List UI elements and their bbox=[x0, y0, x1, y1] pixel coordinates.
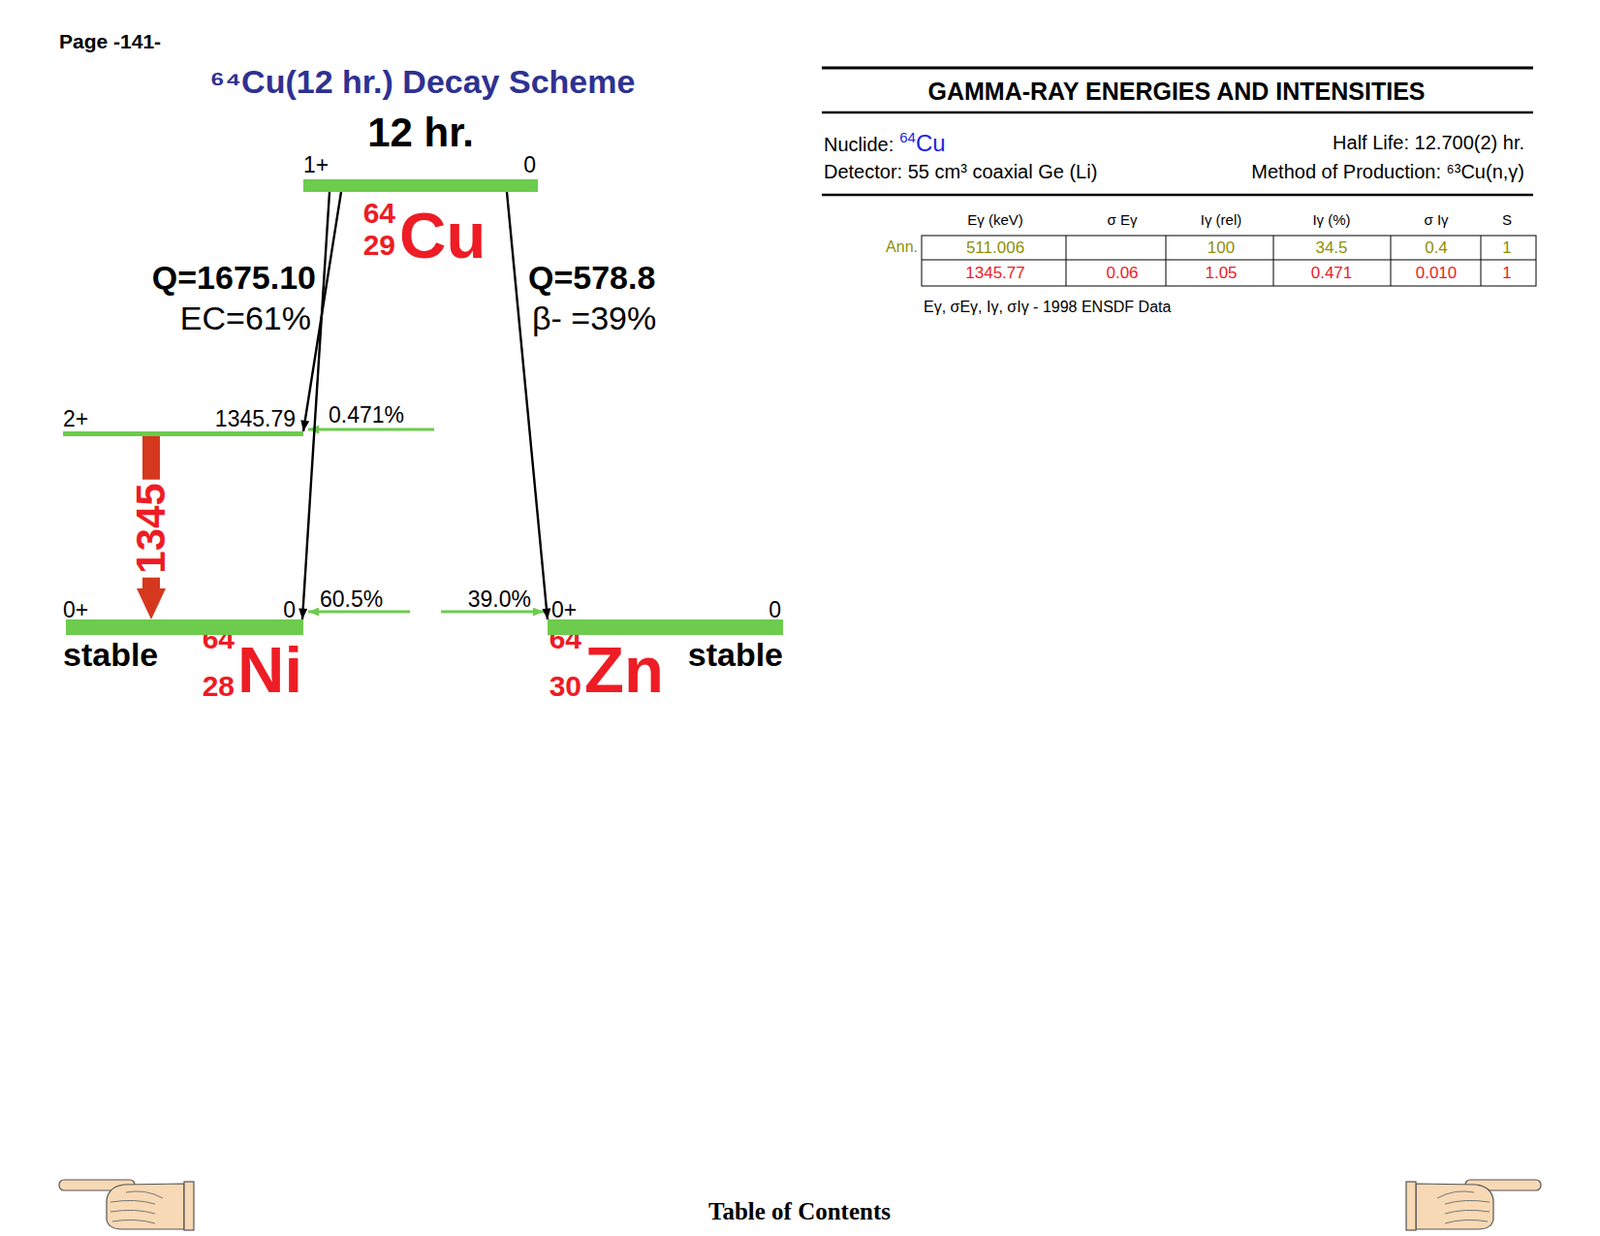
hand-detail bbox=[110, 1191, 163, 1224]
column-header: Eγ (keV) bbox=[967, 212, 1024, 227]
table-grid bbox=[921, 235, 1537, 286]
table-note: Eγ, σEγ, Iγ, σIγ - 1998 ENSDF Data bbox=[923, 299, 1171, 315]
table-cell: 1345.77 bbox=[965, 264, 1025, 282]
table-cell: 0.06 bbox=[1105, 264, 1138, 282]
element-symbol: Ni bbox=[237, 636, 303, 702]
feeding-percent: 39.0% bbox=[468, 588, 532, 611]
table-cell: 0.4 bbox=[1424, 239, 1448, 256]
decay-arrow bbox=[506, 191, 548, 620]
table-cell: 0.471 bbox=[1311, 264, 1353, 282]
decay-branch bbox=[506, 191, 548, 620]
table-grid bbox=[1480, 235, 1482, 286]
pointing-hand bbox=[1406, 1179, 1541, 1230]
atomic-number: 28 bbox=[202, 671, 235, 701]
ground-level: 0+0stable bbox=[65, 619, 304, 635]
column-header: σ Iγ bbox=[1423, 212, 1448, 227]
hand-palm bbox=[1415, 1183, 1494, 1229]
table-grid bbox=[1066, 235, 1067, 286]
spin-parity: 0+ bbox=[551, 598, 577, 622]
gamma-energy: 1345 bbox=[128, 478, 174, 577]
branch-ratio: EC=61% bbox=[180, 301, 312, 335]
spin-parity: 2+ bbox=[62, 407, 89, 431]
q-value: Q=578.8 bbox=[528, 260, 656, 294]
element-symbol: Zn bbox=[584, 636, 664, 702]
half-life: Half Life: 12.700(2) hr. bbox=[1332, 132, 1525, 153]
table-grid bbox=[1390, 235, 1392, 286]
production-method: Method of Production: ⁶³Cu(n,γ) bbox=[1251, 161, 1525, 182]
hand-palm bbox=[106, 1183, 185, 1229]
table-cell: 0.010 bbox=[1415, 264, 1458, 282]
stability-note: stable bbox=[62, 637, 158, 671]
level-energy: 0 bbox=[282, 598, 296, 622]
field-name: Nuclide: bbox=[823, 133, 894, 156]
table-title: GAMMA-RAY ENERGIES AND INTENSITIES bbox=[927, 79, 1425, 104]
table-cell: 1 bbox=[1502, 239, 1511, 256]
page-title: ⁶⁴Cu(12 hr.) Decay Scheme bbox=[210, 64, 636, 98]
spin-parity: 1+ bbox=[303, 154, 329, 177]
feeding-percent: 60.5% bbox=[319, 588, 383, 611]
hand-cuff bbox=[184, 1181, 194, 1230]
hand-cuff bbox=[1406, 1181, 1416, 1230]
branch-ratio: β- =39% bbox=[532, 301, 657, 335]
decay-arrow bbox=[302, 191, 330, 620]
mass-number: 64 bbox=[899, 128, 916, 146]
mass-number: 64 bbox=[363, 198, 396, 228]
table-cell: 511.006 bbox=[966, 239, 1025, 256]
column-header: Iγ (rel) bbox=[1200, 212, 1243, 227]
excited-level: 2+1345.79 bbox=[62, 431, 304, 437]
half-life: 12 hr. bbox=[367, 112, 474, 154]
level-energy: 1345.79 bbox=[215, 407, 296, 431]
level-energy: 0 bbox=[768, 598, 782, 622]
parent-level: 12 hr.1+0 bbox=[303, 179, 538, 192]
nuclide-field: Nuclide: 64Cu bbox=[823, 129, 946, 156]
table-grid bbox=[1165, 235, 1167, 286]
table-cell: 100 bbox=[1207, 239, 1235, 256]
feeding-percent: 0.471% bbox=[328, 404, 405, 427]
pointing-hand bbox=[59, 1179, 194, 1230]
column-header: Iγ (%) bbox=[1312, 212, 1350, 227]
rule-line bbox=[821, 111, 1534, 115]
branch-indicator bbox=[308, 428, 435, 432]
detector-info: Detector: 55 cm³ coaxial Ge (Li) bbox=[823, 161, 1098, 182]
atomic-number: 30 bbox=[549, 671, 582, 701]
decay-branch bbox=[302, 191, 330, 620]
spin-parity: 0+ bbox=[62, 598, 89, 622]
table-cell: 1.05 bbox=[1204, 264, 1237, 282]
table-cell: 34.5 bbox=[1315, 239, 1348, 256]
branch-indicator bbox=[440, 610, 544, 614]
element-symbol: Cu bbox=[399, 202, 486, 268]
rule-line bbox=[821, 193, 1534, 197]
branch-indicator bbox=[308, 610, 410, 614]
element-symbol: Cu bbox=[915, 129, 946, 157]
ground-level: 0+0stable bbox=[547, 619, 784, 635]
row-header: Ann. bbox=[885, 239, 918, 255]
table-cell: 1 bbox=[1502, 264, 1511, 282]
rule-line bbox=[821, 66, 1534, 70]
column-header: σ Eγ bbox=[1107, 212, 1138, 227]
atomic-number: 29 bbox=[363, 230, 396, 260]
nav-link: Table of Contents bbox=[708, 1198, 891, 1224]
table-grid bbox=[1273, 235, 1275, 286]
q-value: Q=1675.10 bbox=[152, 260, 316, 294]
gamma-head bbox=[136, 588, 166, 620]
level-energy: 0 bbox=[523, 154, 536, 177]
hand-detail bbox=[1437, 1191, 1490, 1224]
page-number: Page -141- bbox=[59, 31, 161, 52]
table-grid bbox=[921, 259, 1537, 261]
stability-note: stable bbox=[688, 637, 784, 671]
column-header: S bbox=[1502, 212, 1512, 227]
